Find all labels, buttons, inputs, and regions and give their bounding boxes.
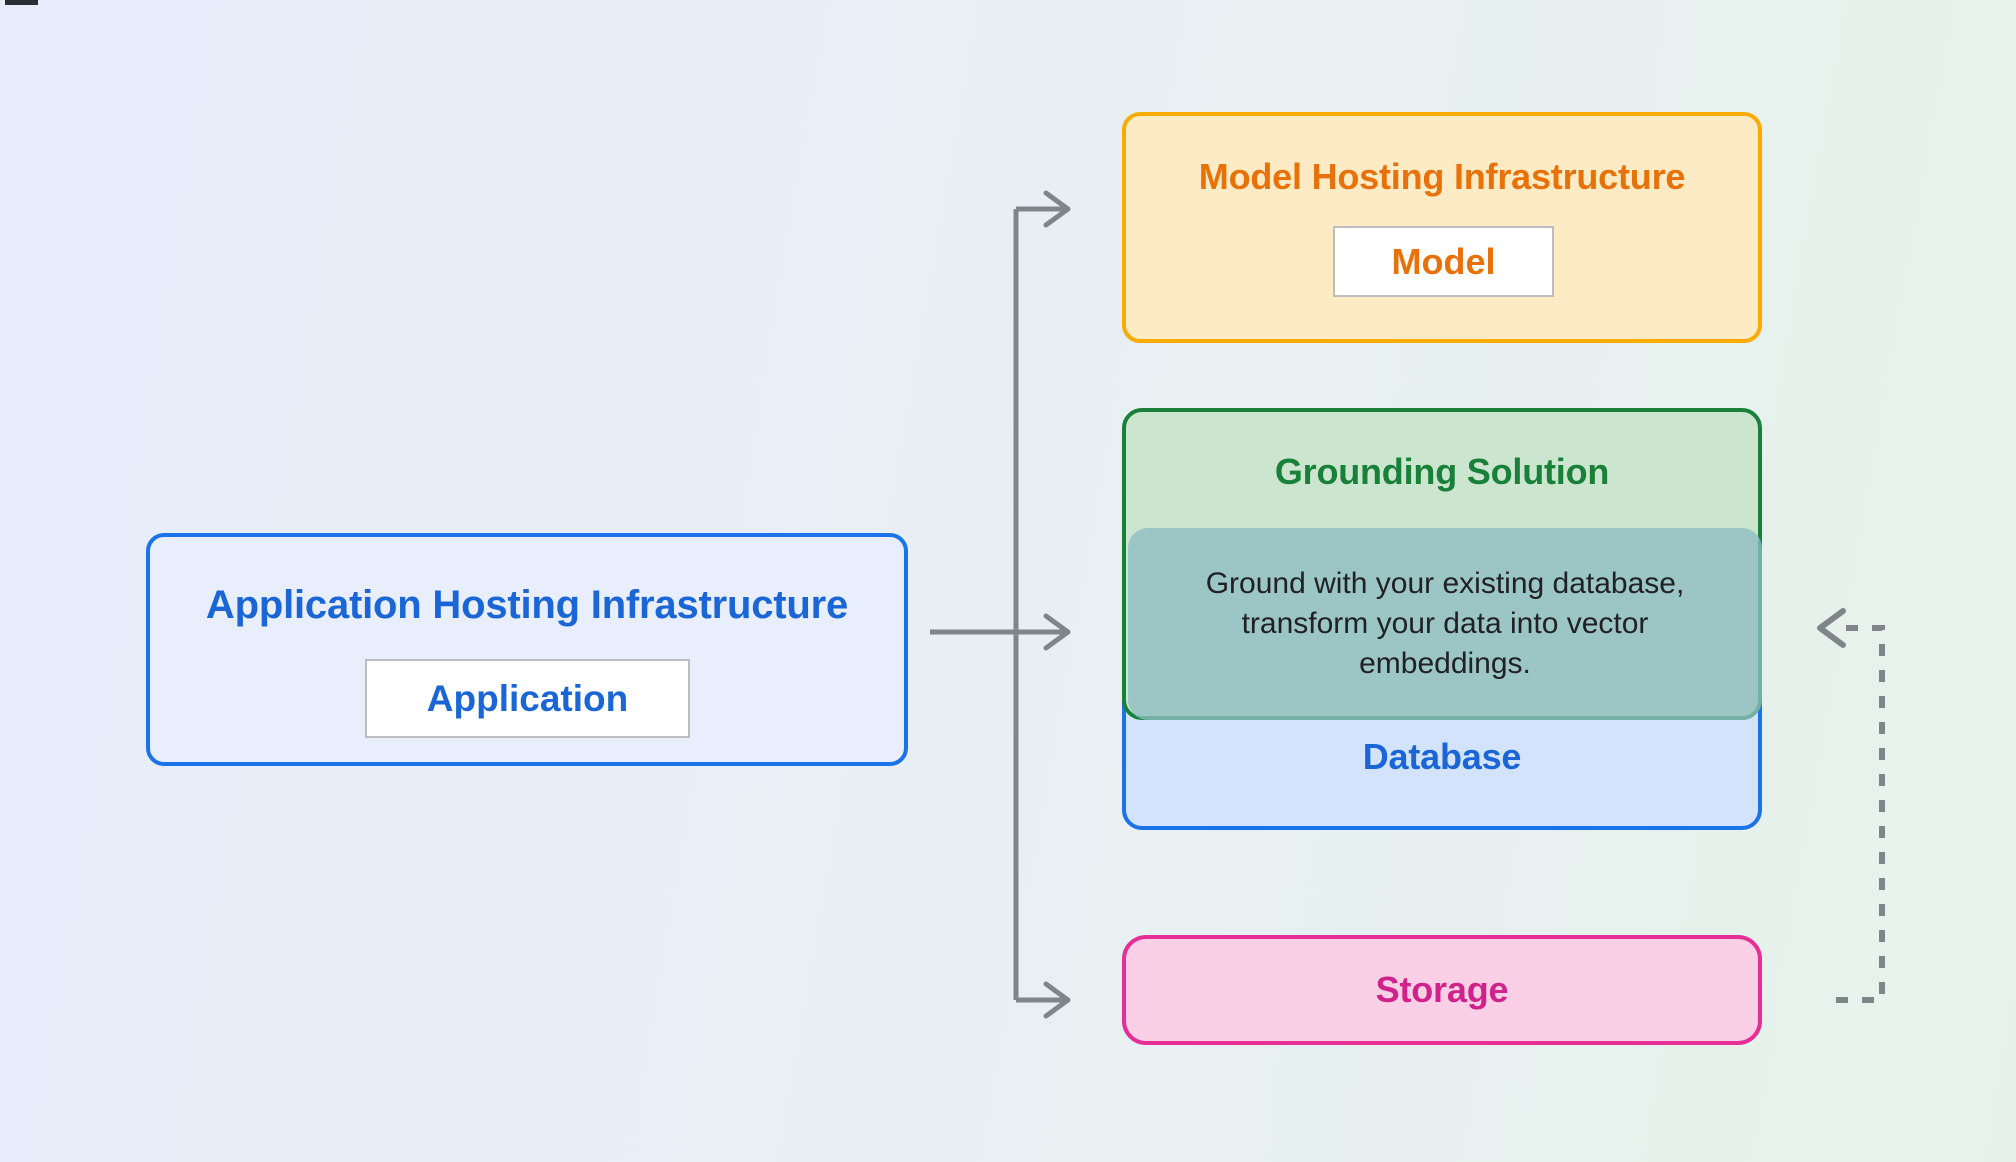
storage-title: Storage bbox=[1375, 969, 1509, 1010]
grounding-solution-description-panel: Ground with your existing database, tran… bbox=[1128, 528, 1762, 720]
application-chip[interactable]: Application bbox=[365, 659, 690, 738]
corner-artifact bbox=[5, 0, 38, 5]
database-title: Database bbox=[1362, 736, 1522, 777]
feedback-connector-dashed bbox=[1834, 625, 1885, 1003]
grounding-solution-description-text: Ground with your existing database, tran… bbox=[1205, 567, 1685, 680]
model-chip[interactable]: Model bbox=[1333, 226, 1554, 297]
fork-arrowheads bbox=[1043, 190, 1071, 1019]
grounding-solution-title: Grounding Solution bbox=[1274, 451, 1610, 492]
feedback-path bbox=[1834, 625, 1885, 1003]
application-hosting-title: Application Hosting Infrastructure bbox=[205, 583, 849, 627]
application-hosting-infrastructure-node[interactable]: Application Hosting Infrastructure Appli… bbox=[146, 533, 908, 766]
storage-node[interactable]: Storage bbox=[1122, 935, 1762, 1045]
feedback-arrowhead-group bbox=[1817, 608, 1846, 648]
arrowhead-model bbox=[1043, 190, 1071, 228]
fork-connector-solid bbox=[930, 206, 1064, 1003]
arrowhead-storage bbox=[1043, 981, 1071, 1019]
arrowhead-grounding bbox=[1043, 613, 1071, 651]
model-hosting-title: Model Hosting Infrastructure bbox=[1198, 156, 1686, 197]
model-hosting-infrastructure-node[interactable]: Model Hosting Infrastructure Model bbox=[1122, 112, 1762, 343]
arrowhead-feedback-database bbox=[1817, 608, 1846, 648]
